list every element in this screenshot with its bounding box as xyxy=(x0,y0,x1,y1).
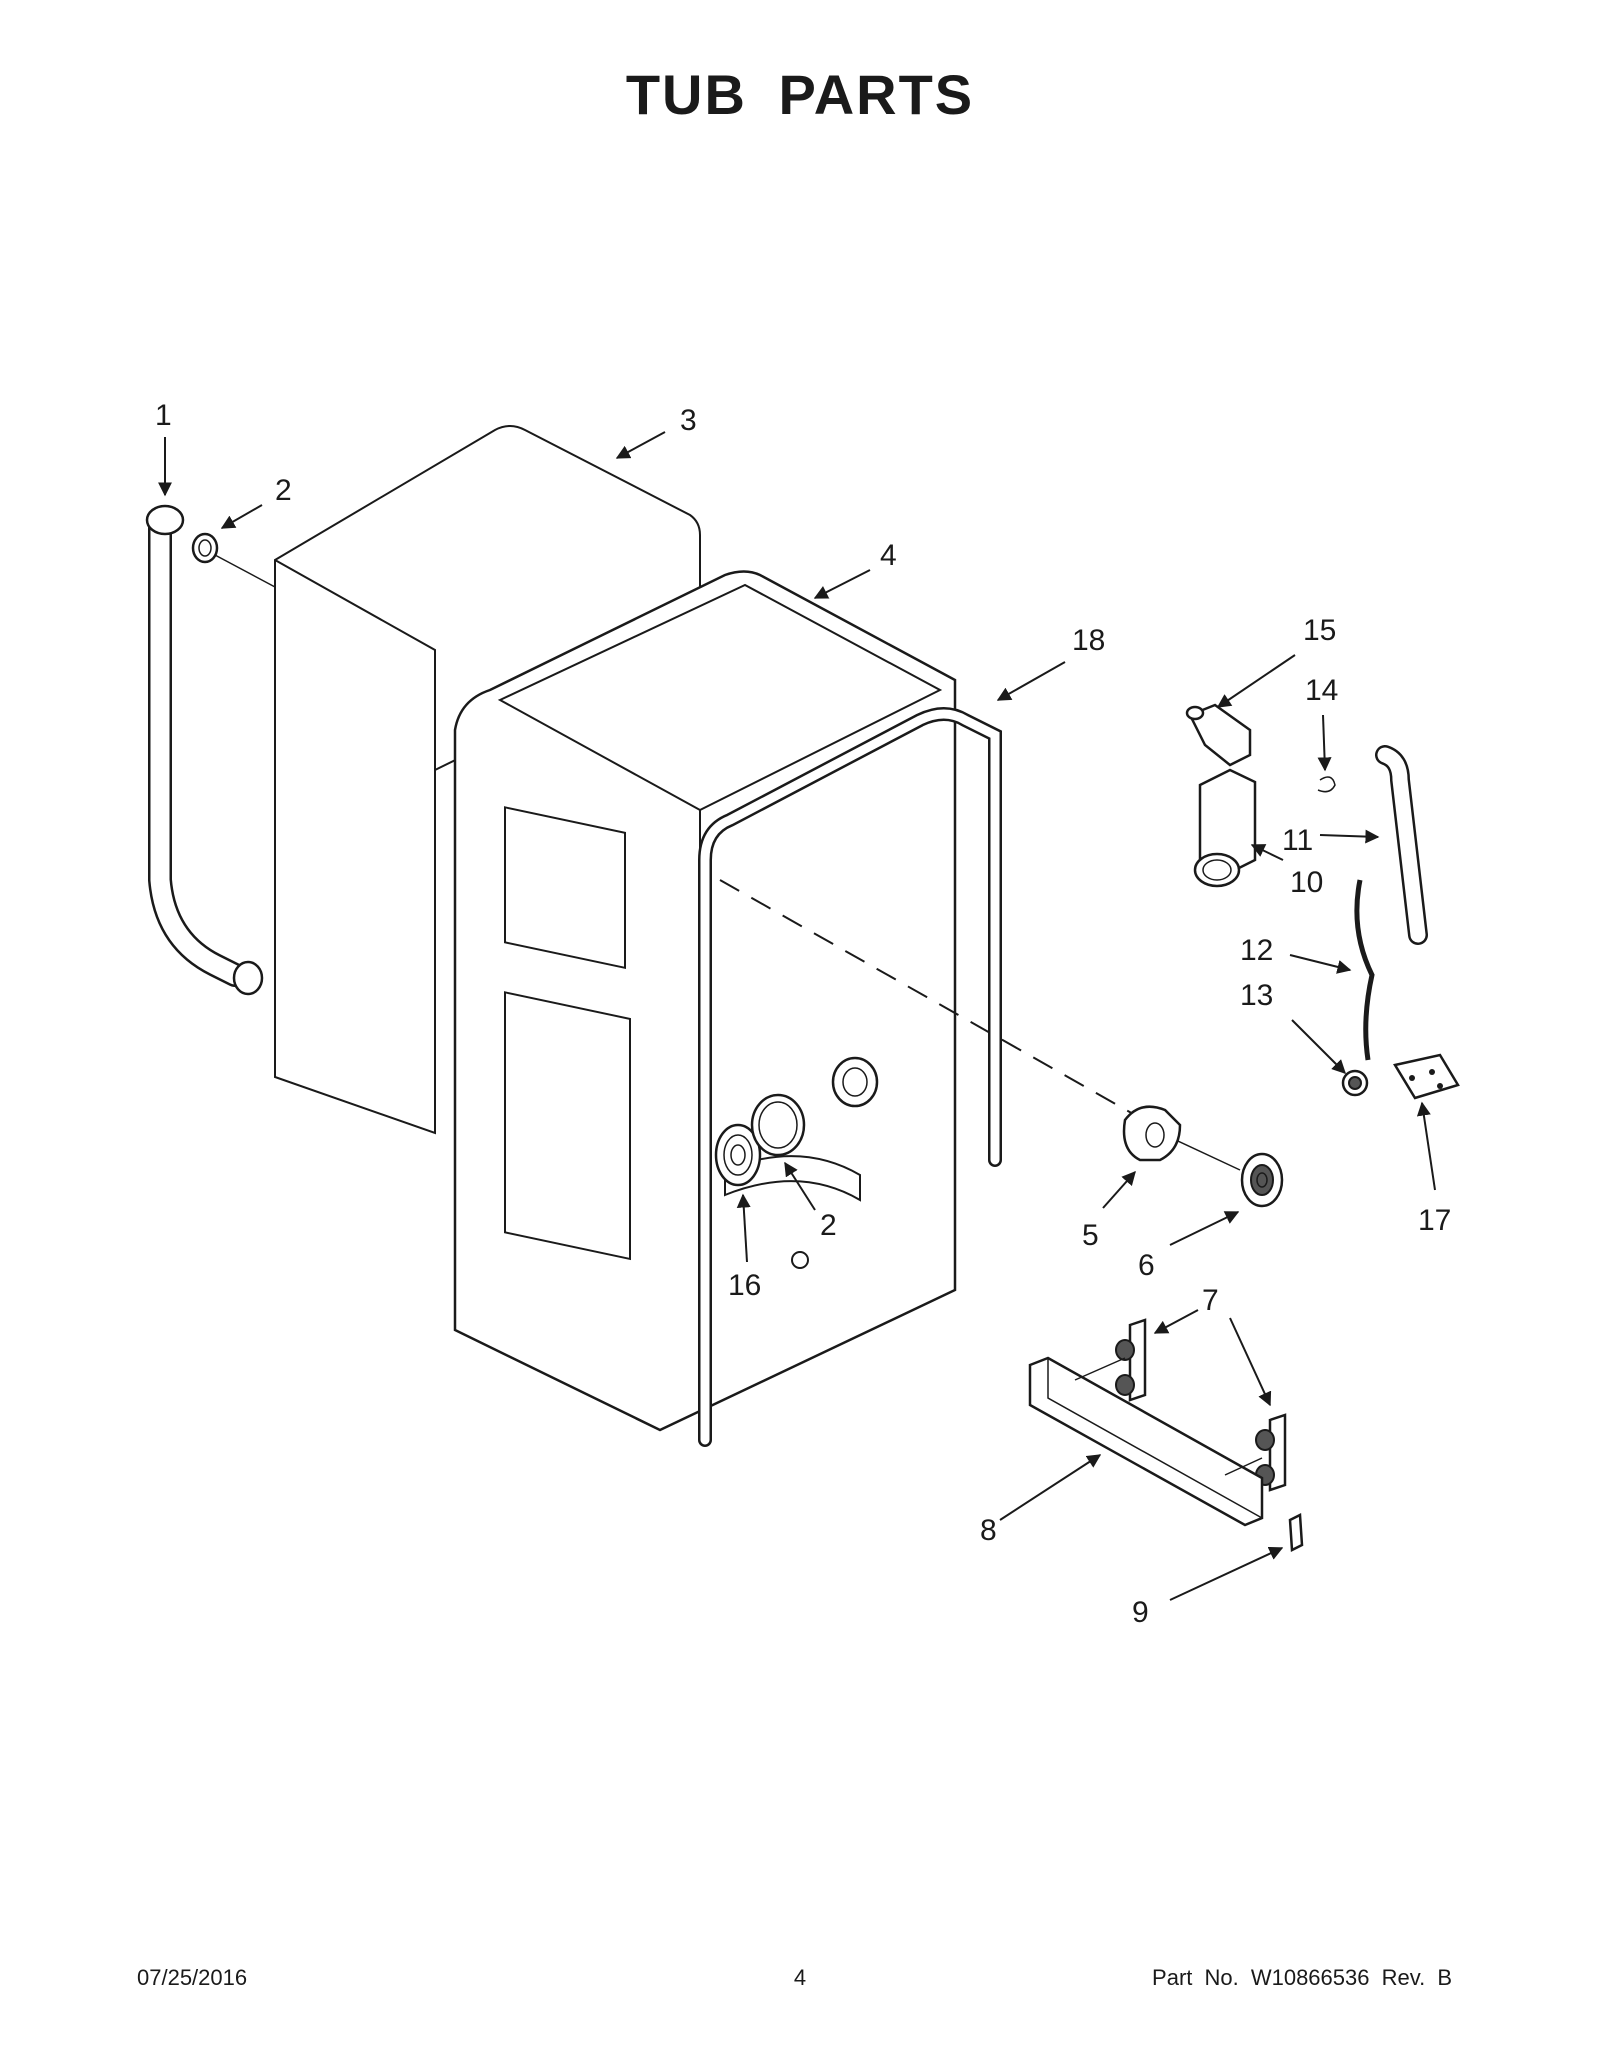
clip-part xyxy=(1317,776,1336,793)
gasket-part-top xyxy=(191,532,276,588)
callout-16: 16 xyxy=(728,1269,761,1302)
callout-14: 14 xyxy=(1305,674,1338,707)
callout-1: 1 xyxy=(155,399,172,432)
hinge-part xyxy=(1393,1053,1460,1100)
callout-9: 9 xyxy=(1132,1596,1149,1629)
callout-3: 3 xyxy=(680,404,697,437)
footer-page-number: 4 xyxy=(793,1965,807,1990)
callout-11: 11 xyxy=(1282,824,1313,857)
filter-part xyxy=(714,1123,762,1187)
callout-2b: 2 xyxy=(820,1209,837,1242)
tub-fitting xyxy=(831,1056,879,1108)
door-gasket-part xyxy=(698,707,1002,1447)
callout-13: 13 xyxy=(1240,979,1273,1012)
leader-lines xyxy=(158,431,1436,1601)
callout-12: 12 xyxy=(1240,934,1273,967)
page-title: TUB PARTS xyxy=(625,63,975,126)
callout-5: 5 xyxy=(1082,1219,1099,1252)
rail-part xyxy=(1028,1356,1264,1527)
float-switch-part xyxy=(1341,1069,1369,1097)
vent-cap-part xyxy=(1185,703,1252,767)
bracket-part-left xyxy=(1115,1318,1147,1402)
spacer-part xyxy=(1122,1105,1182,1162)
gasket-part-bottom xyxy=(750,1093,806,1157)
vent-part xyxy=(1193,768,1257,888)
callout-17: 17 xyxy=(1418,1204,1451,1237)
footer-date: 07/25/2016 xyxy=(137,1965,248,1990)
fill-hose-part xyxy=(1375,745,1428,945)
nut-part xyxy=(1240,1152,1284,1208)
footer-part-number: Part No. W10866536 Rev. B xyxy=(1152,1965,1452,1990)
callout-10: 10 xyxy=(1290,866,1323,899)
wire-part xyxy=(1354,879,1375,1061)
vent-tube-part xyxy=(145,504,264,996)
end-cap-part xyxy=(1288,1513,1304,1552)
callout-15: 15 xyxy=(1303,614,1336,647)
callout-labels: 1 2 3 4 18 15 14 11 10 12 13 5 6 17 2 16… xyxy=(155,399,1451,1629)
callout-4: 4 xyxy=(880,539,897,572)
callout-7: 7 xyxy=(1202,1284,1219,1317)
callout-6: 6 xyxy=(1138,1249,1155,1282)
callout-2: 2 xyxy=(275,474,292,507)
callout-18: 18 xyxy=(1072,624,1105,657)
callout-8: 8 xyxy=(980,1514,997,1547)
